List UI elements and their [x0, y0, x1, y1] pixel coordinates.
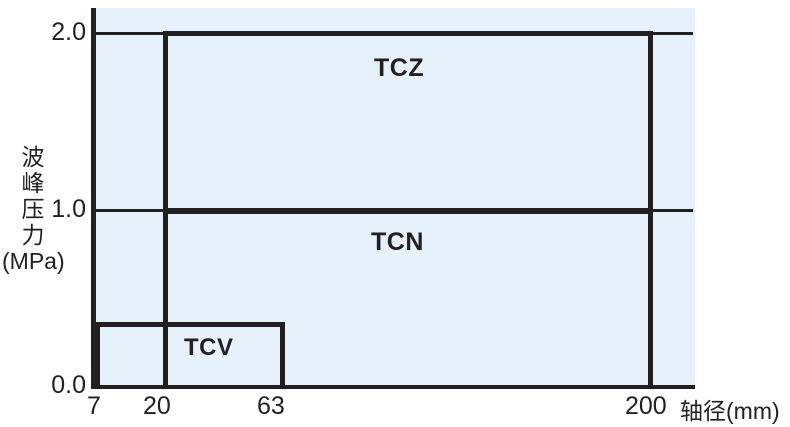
- region-box-tcn: [163, 209, 653, 389]
- y-tick-label-2-0: 2.0: [51, 18, 86, 46]
- x-axis-line: [91, 385, 695, 389]
- x-tick-label-7: 7: [87, 392, 101, 420]
- x-tick-label-63: 63: [257, 392, 285, 420]
- y-axis-title-char-3: 压: [21, 196, 45, 222]
- region-box-tcv: [95, 322, 285, 389]
- y-tick-label-1-0: 1.0: [51, 195, 86, 223]
- x-tick-label-20: 20: [143, 392, 171, 420]
- x-tick-label-200: 200: [625, 392, 667, 420]
- y-axis-title-char-2: 峰: [21, 170, 45, 196]
- region-label-tcz: TCZ: [374, 54, 425, 82]
- y-axis-unit-label: (MPa): [2, 248, 65, 274]
- region-label-tcn: TCN: [371, 228, 424, 256]
- region-box-tcv-left-edge: [95, 322, 100, 387]
- region-label-tcv: TCV: [184, 334, 234, 361]
- y-axis-line: [91, 8, 96, 389]
- y-axis-title-char-4: 力: [21, 222, 45, 248]
- y-axis-title-char-1: 波: [21, 144, 45, 170]
- y-axis-title: 波 峰 压 力: [18, 144, 48, 248]
- y-tick-label-0-0: 0.0: [51, 371, 86, 399]
- x-axis-title: 轴径(mm): [680, 398, 780, 424]
